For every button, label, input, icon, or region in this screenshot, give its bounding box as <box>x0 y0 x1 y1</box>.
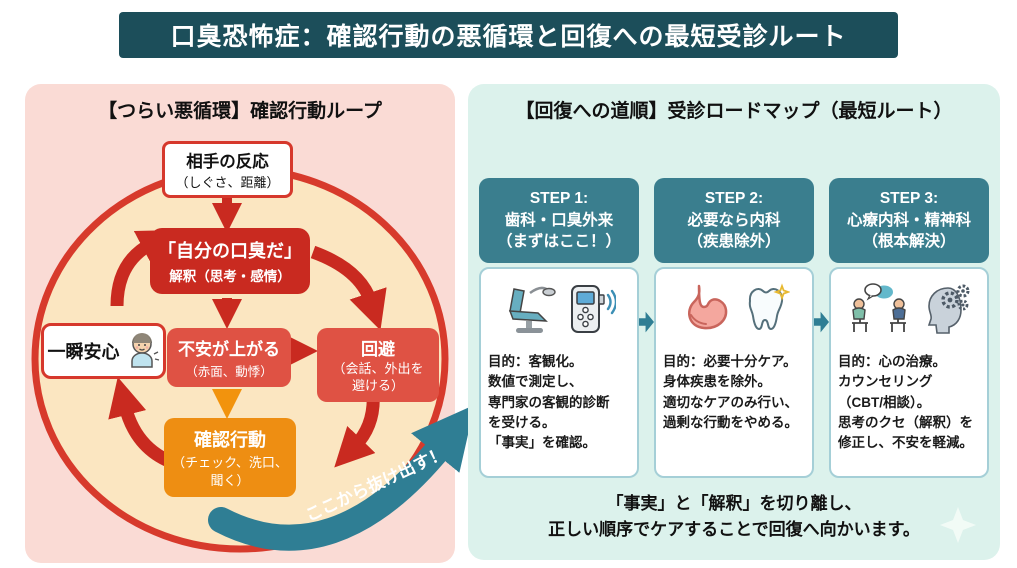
relief-label: 一瞬安心 <box>47 342 120 362</box>
step1-body: 目的：客観化。 数値で測定し、 専門家の客観的診断 を受ける。 「事実」を確認。 <box>479 267 639 478</box>
interpretation-box: 「自分の口臭だ」 解釈（思考・感情） <box>150 228 310 294</box>
step2-header: STEP 2: 必要なら内科 （疾患除外） <box>654 178 814 263</box>
roadmap-footer-note: 「事実」と「解釈」を切り離し、 正しい順序でケアすることで回復へ向かいます。 <box>548 494 920 539</box>
stomach-icon <box>678 283 732 340</box>
step2-icons <box>663 279 805 343</box>
step2-to-step3-arrow <box>814 311 829 333</box>
vicious-cycle-panel: 【つらい悪循環】確認行動ループ <box>25 84 475 563</box>
relief-box: 一瞬安心 <box>41 323 166 379</box>
mind-gears-icon <box>920 282 970 341</box>
avoidance-subtitle: （会話、外出を 避ける） <box>332 361 424 393</box>
avoidance-box: 回避 （会話、外出を 避ける） <box>317 328 439 402</box>
step1-header: STEP 1: 歯科・口臭外来 （まずはここ！） <box>479 178 639 263</box>
anxiety-box: 不安が上がる （赤面、動悸） <box>167 328 291 387</box>
dental-chair-icon <box>502 282 560 341</box>
step2-text: 目的：必要十分ケア。 身体疾患を除外。 適切なケアのみ行い、 過剰な行動をやめる… <box>663 354 798 430</box>
trigger-title: 相手の反応 <box>186 153 269 171</box>
steps-row: STEP 1: 歯科・口臭外来 （まずはここ！） <box>479 178 989 478</box>
trigger-subtitle: （しぐさ、距離） <box>175 175 280 190</box>
left-panel-title: 【つらい悪循環】確認行動ループ <box>98 101 382 122</box>
page-title: 口臭恐怖症：確認行動の悪循環と回復への最短受診ルート <box>170 23 847 51</box>
avoidance-title: 回避 <box>361 340 395 359</box>
cycle-arc-top-left <box>110 229 178 307</box>
trigger-box: 相手の反応 （しぐさ、距離） <box>162 141 293 198</box>
breath-meter-icon <box>570 282 618 341</box>
relieved-person-icon <box>124 330 160 373</box>
interpretation-title: 「自分の口臭だ」 <box>158 241 302 261</box>
sparkle-icon <box>938 505 978 550</box>
step1-text: 目的：客観化。 数値で測定し、 専門家の客観的診断 を受ける。 「事実」を確認。 <box>488 354 610 450</box>
step1-to-step2-arrow <box>639 311 654 333</box>
sparkling-tooth-icon <box>742 282 791 340</box>
anxiety-subtitle: （赤面、動悸） <box>185 365 273 379</box>
escape-arrow <box>208 404 475 551</box>
header-bar: 口臭恐怖症：確認行動の悪循環と回復への最短受診ルート <box>119 12 898 58</box>
counseling-icon <box>848 282 910 341</box>
roadmap-panel: 【回復への道順】受診ロードマップ（最短ルート） STEP 1: 歯科・口臭外来 … <box>468 84 1000 560</box>
step1-icons <box>488 279 630 343</box>
step2-card: STEP 2: 必要なら内科 （疾患除外） <box>654 178 814 478</box>
step3-text: 目的：心の治療。 カウンセリング （CBT/相談）。 思考のクセ（解釈）を 修正… <box>838 354 973 450</box>
right-panel-title: 【回復への道順】受診ロードマップ（最短ルート） <box>515 101 953 122</box>
step3-card: STEP 3: 心療内科・精神科 （根本解決） <box>829 178 989 478</box>
checking-title: 確認行動 <box>194 430 266 450</box>
cycle-arc-top-right <box>310 245 387 331</box>
step3-header: STEP 3: 心療内科・精神科 （根本解決） <box>829 178 989 263</box>
step1-card: STEP 1: 歯科・口臭外来 （まずはここ！） <box>479 178 639 478</box>
step3-body: 目的：心の治療。 カウンセリング （CBT/相談）。 思考のクセ（解釈）を 修正… <box>829 267 989 478</box>
anxiety-title: 不安が上がる <box>178 340 280 359</box>
step2-body: 目的：必要十分ケア。 身体疾患を除外。 適切なケアのみ行い、 過剰な行動をやめる… <box>654 267 814 478</box>
interpretation-subtitle: 解釈（思考・感情） <box>169 269 291 284</box>
checking-subtitle: （チェック、洗口、 聞く） <box>172 455 288 488</box>
checking-box: 確認行動 （チェック、洗口、 聞く） <box>164 418 296 498</box>
step3-icons <box>838 279 980 343</box>
